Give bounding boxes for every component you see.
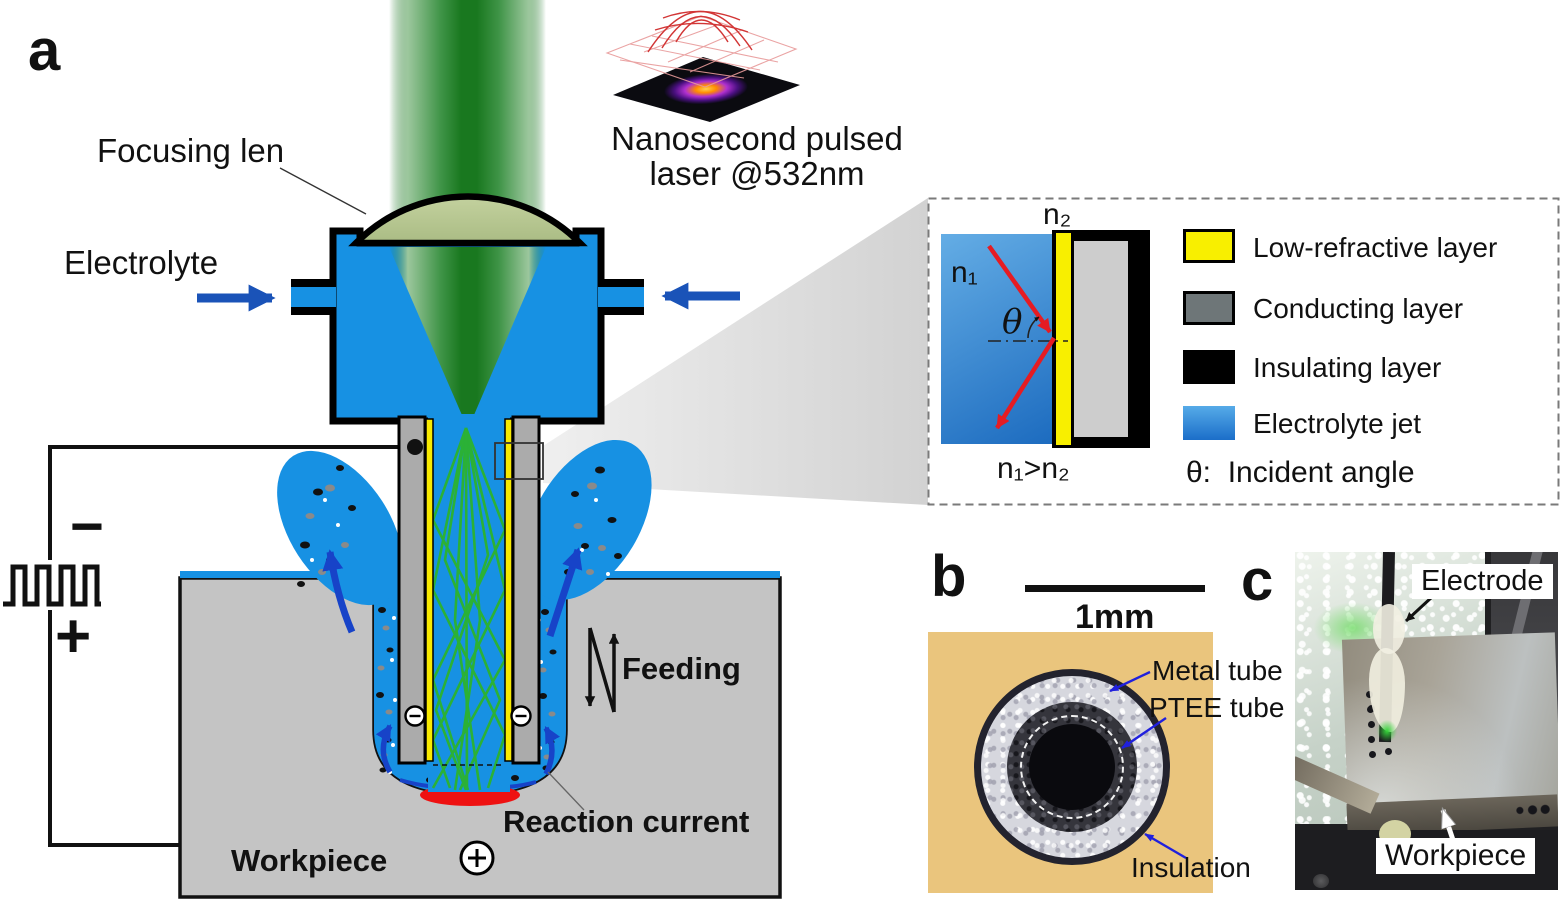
power-circuit: [3, 445, 415, 853]
reaction-current-label: Reaction current: [503, 804, 750, 839]
laser-caption-line1: Nanosecond pulsed: [611, 120, 903, 157]
micrograph-annotation-arrows: [1109, 670, 1187, 860]
electrolyte-plumes: [277, 439, 652, 606]
electrode-arrow: [1404, 595, 1434, 623]
focusing-len-label: Focusing len: [97, 132, 285, 169]
focusing-lens: [348, 193, 588, 247]
legend-low-refractive: Low-refractive layer: [1253, 232, 1498, 263]
panel-c-label: c: [1241, 548, 1274, 613]
workpiece-arrow: [1440, 810, 1453, 841]
focusing-len-leader: [279, 167, 367, 215]
inset-light-rays: [987, 244, 1056, 430]
zoom-callout-wedge: [543, 198, 928, 505]
conducting-swatch: [1183, 291, 1235, 325]
metal-tube-label: Metal tube: [1152, 655, 1283, 686]
laser-rays: [431, 427, 507, 791]
anode-symbol: +: [55, 602, 92, 671]
laser-beam-column: [389, 0, 546, 220]
electrolyte-inlet-arrows: [197, 282, 740, 312]
low-refractive-swatch: [1183, 229, 1235, 263]
cathode-symbol: −: [70, 494, 104, 559]
electrode-label: Electrode: [1412, 564, 1553, 599]
workpiece-label-c: Workpiece: [1376, 838, 1536, 874]
laser-cone: [389, 247, 546, 429]
foam-around-electrode-top: [1373, 604, 1405, 654]
theta-legend: θ: Incident angle: [1186, 456, 1415, 489]
insulating-swatch: [1183, 350, 1235, 384]
legend-insulating: Insulating layer: [1253, 352, 1442, 383]
zoom-region-outline: [494, 442, 544, 480]
inset-electrolyte-jet: [941, 234, 1055, 444]
nozzle-tube: [397, 415, 541, 766]
ptee-tube-label: PTEE tube: [1149, 692, 1285, 723]
low-refractive-coating-left: [425, 418, 434, 762]
gaussian-beam-profile-icon: [605, 10, 800, 122]
legend-conducting: Conducting layer: [1253, 293, 1464, 324]
electrolyte-label: Electrolyte: [64, 244, 219, 281]
inset-low-refractive-layer: [1056, 233, 1071, 445]
refractive-relation-label: n₁>n₂: [997, 452, 1070, 485]
cathode-connection-dot: [407, 439, 423, 455]
legend-electrolyte-jet: Electrolyte jet: [1253, 408, 1422, 439]
scale-bar-label: 1mm: [1075, 598, 1155, 636]
scale-bar: [1025, 585, 1205, 592]
refraction-inset: [927, 197, 1560, 506]
green-laser-tip-glow: [1377, 720, 1397, 742]
foam-around-electrode: [1369, 648, 1405, 732]
panel-a-label: a: [28, 18, 61, 83]
low-refractive-coating-right: [504, 418, 513, 762]
theta-symbol: θ: [1002, 302, 1023, 342]
inset-angle-arc: [1027, 316, 1040, 339]
workpiece-label-a: Workpiece: [231, 843, 388, 878]
panel-b-label: b: [931, 544, 967, 609]
laser-caption: Nanosecond pulsed laser @532nm: [555, 120, 959, 192]
bolt-head: [1313, 874, 1329, 888]
reaction-current-leader: [547, 771, 585, 811]
micrograph-photo: [928, 632, 1213, 893]
n1-label: n₁: [951, 256, 978, 289]
feeding-arrows: [584, 627, 620, 713]
setup-photo: [1295, 552, 1558, 890]
insulation-label: Insulation: [1131, 852, 1251, 883]
cathode-minus-icons: [404, 705, 532, 727]
anode-plus-icon: [459, 840, 495, 876]
laser-caption-line2: laser @532nm: [649, 154, 865, 192]
pulse-waveform-icon: [3, 564, 101, 607]
feeding-label: Feeding: [622, 651, 741, 686]
ptee-tube-dashed-outline: [1020, 715, 1124, 819]
n2-label: n₂: [1043, 198, 1072, 231]
inlet-ports: [291, 279, 644, 315]
electrolyte-jet-swatch: [1183, 406, 1235, 440]
inset-conducting-layer: [1074, 241, 1128, 437]
